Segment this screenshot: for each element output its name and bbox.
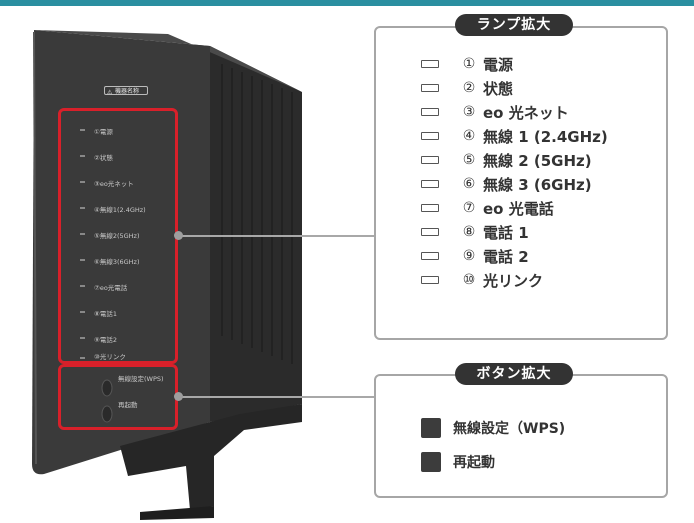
button-label: 再起動	[453, 455, 495, 471]
restart-button-icon	[421, 452, 441, 472]
lamp-number: ⑤	[462, 152, 476, 168]
lamp-row: ⑤ 無線 2 (5GHz)	[421, 148, 592, 172]
lamp-row: ⑧ 電話 1	[421, 220, 529, 244]
button-row: 再起動	[421, 450, 495, 474]
device-led-label: ⑩光リンク	[94, 353, 126, 361]
lamp-highlight-box	[58, 108, 178, 364]
button-highlight-box	[58, 364, 178, 430]
device-led-label: ⑦eo光電話	[94, 284, 128, 292]
lamp-row: ⑦ eo 光電話	[421, 196, 554, 220]
lamp-indicator-icon	[421, 228, 439, 236]
lamp-panel-title: ランプ拡大	[455, 14, 573, 36]
device-led-label: ①電源	[94, 128, 113, 136]
lamp-row: ① 電源	[421, 52, 513, 76]
lamp-connector-line	[180, 235, 376, 237]
lamp-indicator-icon	[421, 132, 439, 140]
lamp-number: ⑩	[462, 272, 476, 288]
lamp-label: 光リンク	[483, 271, 544, 290]
led-indicator	[80, 337, 85, 339]
lamp-indicator-icon	[421, 180, 439, 188]
button-connector-line	[180, 396, 376, 398]
router-device: ⚠ 機器名称 ①電源 ②状態 ③eo光ネット ④無線1(2.4GHz) ⑤無線2…	[0, 6, 320, 523]
lamp-connector-dot	[174, 231, 183, 240]
lamp-row: ⑨ 電話 2	[421, 244, 529, 268]
led-indicator	[80, 311, 85, 313]
lamp-indicator-icon	[421, 252, 439, 260]
lamp-label: eo 光ネット	[483, 103, 569, 122]
lamp-indicator-icon	[421, 276, 439, 284]
lamp-label: 無線 3 (6GHz)	[483, 175, 592, 194]
device-led-label: ⑤無線2(5GHz)	[94, 232, 140, 240]
lamp-number: ②	[462, 80, 476, 96]
device-led-label: ⑧電話1	[94, 310, 117, 318]
lamp-label: eo 光電話	[483, 199, 554, 218]
button-row: 無線設定（WPS)	[421, 416, 565, 440]
led-indicator	[80, 357, 85, 359]
device-led-label: ②状態	[94, 154, 113, 162]
wps-button-icon	[421, 418, 441, 438]
button-connector-dot	[174, 392, 183, 401]
vent-slots	[221, 64, 293, 364]
lamp-row: ② 状態	[421, 76, 513, 100]
led-indicator	[80, 207, 85, 209]
device-led-label: ⑨電話2	[94, 336, 117, 344]
lamp-row: ③ eo 光ネット	[421, 100, 569, 124]
lamp-label: 状態	[483, 79, 514, 98]
lamp-number: ⑦	[462, 200, 476, 216]
warning-sticker-text: 機器名称	[115, 88, 140, 95]
button-label: 無線設定（WPS)	[453, 421, 566, 437]
lamp-label: 無線 2 (5GHz)	[483, 151, 592, 170]
led-indicator	[80, 285, 85, 287]
lamp-number: ⑥	[462, 176, 476, 192]
button-zoom-panel: 無線設定（WPS) 再起動	[374, 374, 668, 498]
device-button-label: 再起動	[118, 401, 138, 409]
led-indicator	[80, 259, 85, 261]
lamp-label: 電話 2	[483, 247, 529, 266]
lamp-number: ④	[462, 128, 476, 144]
lamp-row: ④ 無線 1 (2.4GHz)	[421, 124, 608, 148]
lamp-number: ⑨	[462, 248, 476, 264]
warning-sticker: ⚠ 機器名称	[104, 86, 148, 96]
lamp-row: ⑩ 光リンク	[421, 268, 543, 292]
lamp-number: ③	[462, 104, 476, 120]
button-panel-title: ボタン拡大	[455, 363, 573, 385]
lamp-indicator-icon	[421, 204, 439, 212]
lamp-number: ①	[462, 56, 476, 72]
led-indicator	[80, 233, 85, 235]
led-indicator	[80, 181, 85, 183]
top-accent-bar	[0, 0, 694, 6]
lamp-row: ⑥ 無線 3 (6GHz)	[421, 172, 592, 196]
device-button-label: 無線設定(WPS)	[118, 375, 164, 383]
device-led-label: ⑥無線3(6GHz)	[94, 258, 140, 266]
lamp-label: 電話 1	[483, 223, 529, 242]
lamp-zoom-panel: ① 電源 ② 状態 ③ eo 光ネット ④ 無線 1 (2.4GHz) ⑤ 無線…	[374, 26, 668, 340]
lamp-indicator-icon	[421, 108, 439, 116]
device-led-label: ④無線1(2.4GHz)	[94, 206, 146, 214]
device-led-label: ③eo光ネット	[94, 180, 134, 188]
lamp-indicator-icon	[421, 156, 439, 164]
lamp-label: 電源	[483, 55, 514, 74]
lamp-indicator-icon	[421, 60, 439, 68]
led-indicator	[80, 155, 85, 157]
lamp-label: 無線 1 (2.4GHz)	[483, 127, 608, 146]
led-indicator	[80, 129, 85, 131]
lamp-indicator-icon	[421, 84, 439, 92]
warning-triangle-icon: ⚠	[107, 89, 113, 96]
lamp-number: ⑧	[462, 224, 476, 240]
